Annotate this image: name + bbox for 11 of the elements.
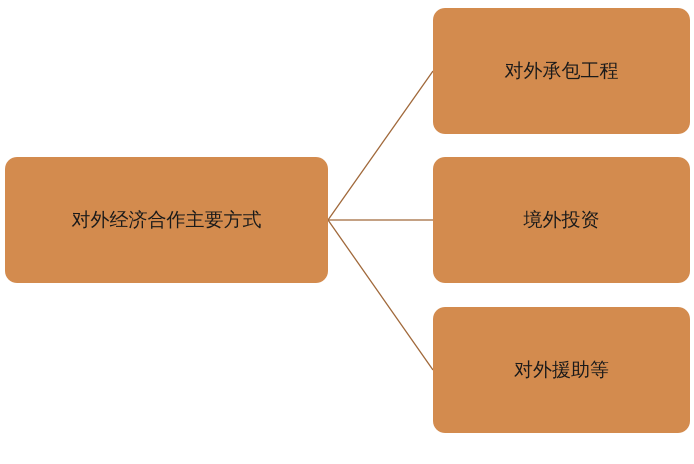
box-label: 境外投资	[524, 208, 600, 233]
connector-line	[327, 70, 434, 220]
process-box	[433, 307, 690, 433]
connector-line	[327, 220, 434, 370]
connector-line	[328, 219, 433, 221]
process-box	[433, 157, 690, 283]
box-label: 对外援助等	[514, 358, 609, 383]
box-label: 对外承包工程	[504, 59, 618, 84]
box-label: 对外经济合作主要方式	[72, 208, 262, 233]
process-box	[5, 157, 328, 283]
process-box	[433, 8, 690, 134]
